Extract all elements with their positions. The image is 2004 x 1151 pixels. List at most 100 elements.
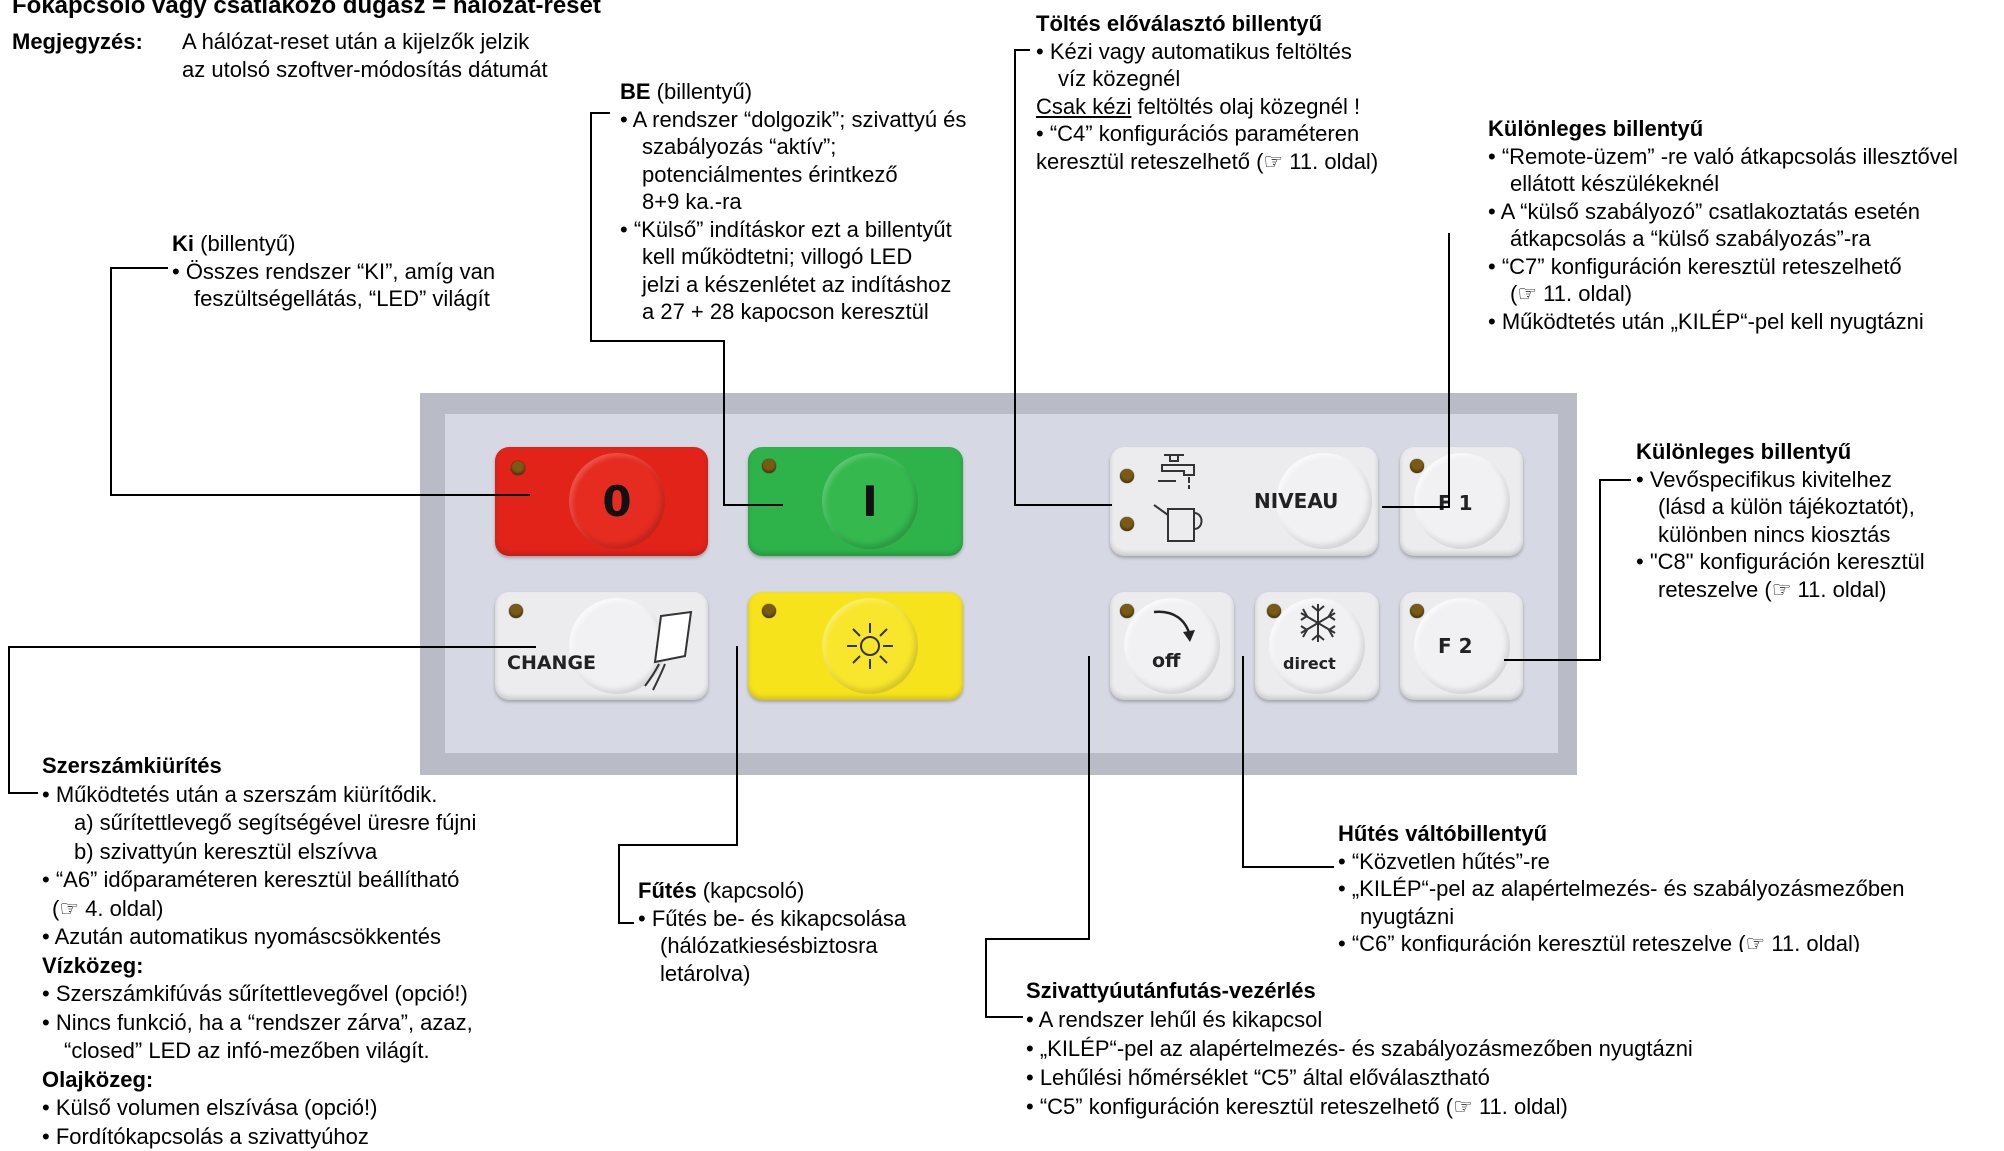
viz-line: “closed” LED az infó-mezőben világít. bbox=[64, 1038, 430, 1063]
niveau-key[interactable]: NIVEAU bbox=[1110, 447, 1378, 556]
ki-line: feszültségellátás, “LED” világít bbox=[194, 286, 490, 311]
on-key[interactable]: I bbox=[748, 447, 963, 556]
be-description: BE (billentyű) • A rendszer “dolgozik”; … bbox=[620, 78, 1020, 322]
be-heading: BE bbox=[620, 79, 651, 104]
ki-description: Ki (billentyű) • Összes rendszer “KI”, a… bbox=[172, 230, 495, 313]
fill-auto-led bbox=[1120, 469, 1134, 483]
cooling-direct-key[interactable]: direct bbox=[1255, 592, 1379, 700]
be-line: a 27 + 28 kapocson keresztül bbox=[642, 299, 929, 322]
off-led bbox=[511, 461, 525, 475]
note-label: Megjegyzés: bbox=[12, 29, 143, 54]
szerszam-description: Szerszámkiürítés • Működtetés után a sze… bbox=[42, 752, 476, 1151]
header-title: Főkapcsoló vagy csatlakozó dugasz = háló… bbox=[12, 0, 601, 19]
kulonleges1-line: ellátott készülékeknél bbox=[1510, 171, 1720, 196]
leader-line bbox=[736, 646, 738, 846]
fill-manual-led bbox=[1120, 517, 1134, 531]
szerszam-line: • Azután automatikus nyomáscsökkentés bbox=[42, 924, 442, 949]
kulonleges2-description: Különleges billentyű • Vevőspecifikus ki… bbox=[1636, 438, 1925, 603]
leader-line bbox=[1448, 233, 1450, 508]
be-line: szabályozás “aktív”; bbox=[642, 134, 837, 159]
leader-line bbox=[618, 922, 634, 924]
be-line: kell működtetni; villogó LED bbox=[642, 244, 913, 269]
leader-line bbox=[8, 646, 536, 648]
szerszam-line: • Működtetés után a szerszám kiürítődik. bbox=[42, 781, 438, 807]
hutes-description: Hűtés váltóbillentyű • “Közvetlen hűtés”… bbox=[1338, 820, 1998, 952]
viz-heading: Vízközeg: bbox=[42, 952, 144, 978]
off-key-button-circle bbox=[569, 453, 665, 549]
pump-off-key[interactable]: off bbox=[1110, 592, 1234, 700]
toltes-line: víz közegnél bbox=[1058, 66, 1181, 91]
leader-line bbox=[590, 340, 725, 342]
leader-line bbox=[1382, 506, 1450, 508]
leader-line bbox=[110, 267, 112, 496]
heating-key[interactable] bbox=[748, 592, 963, 700]
toltes-line: keresztül reteszelhető (☞ 11. oldal) bbox=[1036, 148, 1379, 174]
cooling-direct-led bbox=[1267, 604, 1281, 618]
toltes-underline: Csak kézi bbox=[1036, 93, 1132, 119]
leader-line bbox=[1088, 656, 1090, 940]
toltes-line: • “C4” konfigurációs paraméteren bbox=[1036, 121, 1360, 146]
szerszam-line: b) szivattyún keresztül elszívva bbox=[74, 838, 378, 864]
sun-icon bbox=[847, 623, 893, 669]
change-key-button-circle bbox=[569, 598, 665, 694]
note-line-2: az utolsó szoftver-módosítás dátumát bbox=[182, 57, 548, 82]
f1-key-label: F 1 bbox=[1438, 491, 1473, 515]
szivattyu-line: • “C5” konfiguráción keresztül reteszelh… bbox=[1026, 1094, 1568, 1119]
kulonleges2-line: különben nincs kiosztás bbox=[1658, 521, 1891, 547]
futes-line: (hálózatkiesésbiztosra bbox=[660, 933, 878, 958]
niveau-key-label: NIVEAU bbox=[1254, 489, 1339, 513]
szerszam-line: (☞ 4. oldal) bbox=[52, 895, 164, 921]
be-line: 8+9 ka.-ra bbox=[642, 189, 742, 214]
kulonleges2-line: reteszelve (☞ 11. oldal) bbox=[1658, 576, 1887, 602]
kulonleges2-line: (lásd a külön tájékoztatót), bbox=[1658, 494, 1915, 519]
leader-line bbox=[985, 1016, 1023, 1018]
leader-line bbox=[1599, 479, 1601, 661]
kulonleges2-line: • Vevőspecifikus kivitelhez bbox=[1636, 466, 1892, 492]
leader-line bbox=[8, 646, 10, 794]
szerszam-line: • “A6” időparaméteren keresztül beállíth… bbox=[42, 867, 460, 892]
leader-line bbox=[723, 504, 783, 506]
kulonleges1-line: • Működtetés után „KILÉP“-pel kell nyugt… bbox=[1488, 308, 1924, 334]
be-line: jelzi a készenlétet az indításhoz bbox=[642, 271, 952, 297]
kulonleges2-line: • "C8" konfiguráción keresztül bbox=[1636, 549, 1925, 574]
curved-arrow-icon bbox=[1153, 610, 1195, 642]
be-line: potenciálmentes érintkező bbox=[642, 161, 898, 187]
ki-sub: (billentyű) bbox=[194, 231, 296, 256]
leader-line bbox=[110, 267, 168, 269]
leader-line bbox=[723, 340, 725, 506]
tap-icon bbox=[1158, 454, 1195, 489]
pump-off-key-label: off bbox=[1152, 650, 1181, 672]
on-led bbox=[762, 459, 776, 473]
szivattyu-line: • A rendszer lehűl és kikapcsol bbox=[1026, 1007, 1323, 1032]
olaj-heading: Olajközeg: bbox=[42, 1066, 154, 1092]
leader-line bbox=[985, 938, 1090, 940]
kulonleges2-heading: Különleges billentyű bbox=[1636, 439, 1852, 464]
kulonleges1-line: (☞ 11. oldal) bbox=[1510, 281, 1633, 306]
kulonleges1-line: • “Remote-üzem” -re való átkapcsolás ill… bbox=[1488, 143, 1958, 169]
on-key-button-circle bbox=[822, 453, 918, 549]
leader-line bbox=[1014, 49, 1016, 506]
leader-line bbox=[618, 844, 620, 924]
be-sub: (billentyű) bbox=[650, 79, 753, 104]
toltes-line: • Kézi vagy automatikus feltöltés bbox=[1036, 38, 1352, 64]
leader-line bbox=[985, 938, 987, 1018]
change-led bbox=[509, 604, 523, 618]
toltes-heading: Töltés előválasztó billentyű bbox=[1036, 11, 1323, 36]
off-key[interactable]: 0 bbox=[495, 447, 708, 556]
f1-key[interactable]: F 1 bbox=[1400, 447, 1523, 556]
szerszam-heading: Szerszámkiürítés bbox=[42, 753, 222, 778]
hutes-line: • “Közvetlen hűtés”-re bbox=[1338, 848, 1550, 874]
f2-key[interactable]: F 2 bbox=[1400, 592, 1523, 700]
hutes-line: nyugtázni bbox=[1360, 903, 1455, 929]
leader-line bbox=[110, 494, 530, 496]
f1-led bbox=[1410, 459, 1424, 473]
leader-line bbox=[1599, 479, 1631, 481]
niveau-button-circle bbox=[1276, 453, 1372, 549]
watering-can-icon bbox=[1153, 504, 1203, 542]
szivattyu-heading: Szivattyúutánfutás-vezérlés bbox=[1026, 978, 1316, 1003]
toltes-line: feltöltés olaj közegnél ! bbox=[1131, 93, 1361, 119]
toltes-description: Töltés előválasztó billentyű • Kézi vagy… bbox=[1036, 10, 1378, 175]
futes-line: letárolva) bbox=[660, 960, 751, 986]
heating-led bbox=[762, 604, 776, 618]
pour-out-icon bbox=[644, 610, 693, 691]
